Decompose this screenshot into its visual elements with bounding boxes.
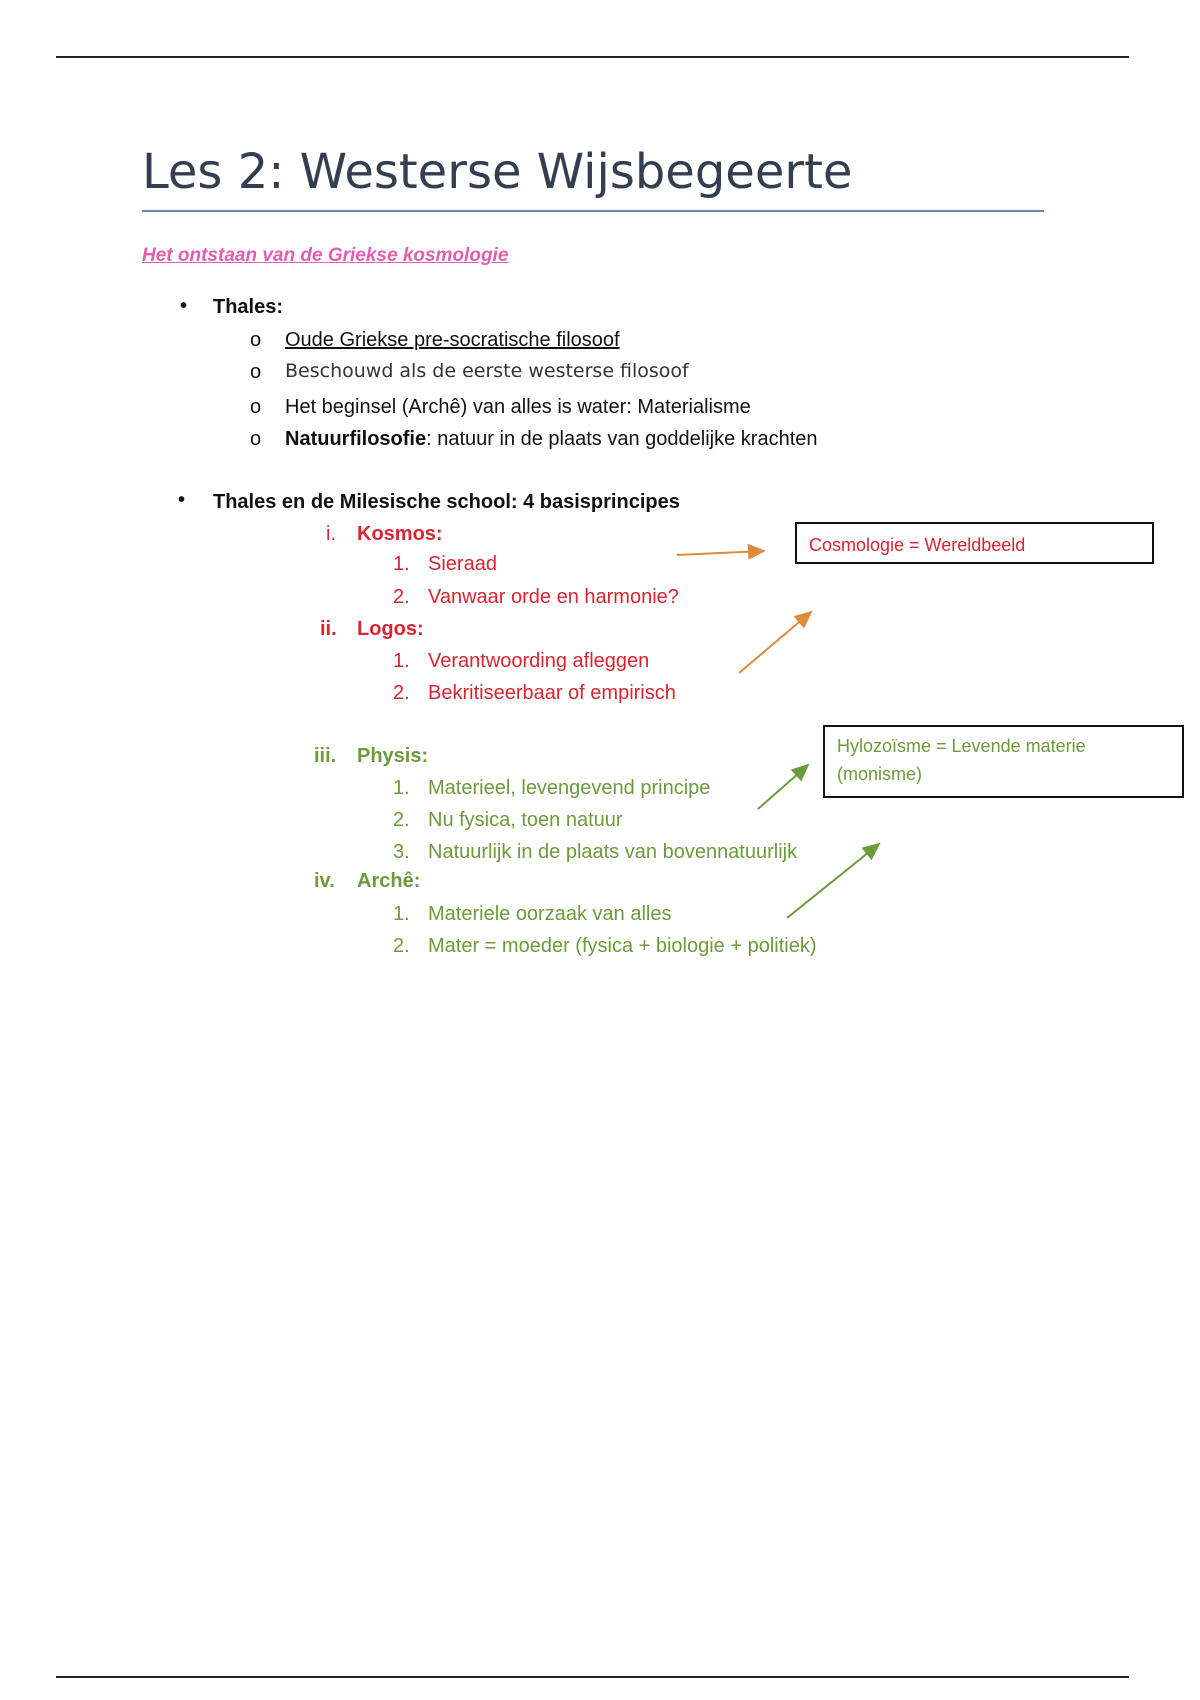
circle-bullet-icon: o bbox=[250, 361, 262, 383]
arrow-icon bbox=[676, 543, 766, 560]
list-number: 2. bbox=[393, 809, 410, 831]
cosmologie-callout: Cosmologie = Wereldbeeld bbox=[795, 522, 1154, 564]
hylozoisme-callout: Hylozoïsme = Levende materie (monisme) bbox=[823, 725, 1184, 798]
thales-item: Natuurfilosofie: natuur in de plaats van… bbox=[285, 429, 818, 449]
milesian-heading: Thales en de Milesische school: 4 basisp… bbox=[213, 491, 680, 513]
circle-bullet-icon: o bbox=[250, 396, 262, 418]
list-number: 2. bbox=[393, 682, 410, 704]
arrow-icon bbox=[738, 610, 813, 674]
circle-bullet-icon: o bbox=[250, 428, 262, 450]
list-item: Materieel, levengevend principe bbox=[428, 777, 711, 799]
circle-bullet-icon: o bbox=[250, 329, 262, 351]
arrow-icon bbox=[757, 763, 810, 810]
numeral: iv. bbox=[314, 870, 335, 892]
numeral: ii. bbox=[320, 618, 337, 640]
list-number: 1. bbox=[393, 903, 410, 925]
title-underline bbox=[142, 210, 1044, 212]
list-item: Sieraad bbox=[428, 553, 497, 575]
list-item: Verantwoording afleggen bbox=[428, 650, 650, 672]
list-item: Mater = moeder (fysica + biologie + poli… bbox=[428, 935, 817, 957]
callout-text: (monisme) bbox=[837, 763, 923, 784]
list-number: 2. bbox=[393, 935, 410, 957]
page-title: Les 2: Westerse Wijsbegeerte bbox=[142, 144, 853, 200]
bullet-icon: • bbox=[180, 295, 188, 317]
list-item: Materiele oorzaak van alles bbox=[428, 903, 672, 925]
header-rule bbox=[56, 56, 1129, 58]
term-bold: Natuurfilosofie bbox=[285, 428, 427, 450]
list-number: 3. bbox=[393, 841, 410, 863]
list-item: Vanwaar orde en harmonie? bbox=[428, 586, 679, 608]
footer-rule bbox=[56, 1676, 1129, 1678]
principle-arche: Archê: bbox=[357, 870, 421, 892]
list-number: 1. bbox=[393, 650, 410, 672]
thales-item: Het beginsel (Archê) van alles is water:… bbox=[285, 396, 751, 418]
principle-kosmos: Kosmos: bbox=[357, 523, 443, 545]
thales-item: Oude Griekse pre-socratische filosoof bbox=[285, 329, 620, 351]
numeral: i. bbox=[326, 523, 336, 545]
numeral: iii. bbox=[314, 745, 337, 767]
thales-item: Beschouwd als de eerste westerse filosoo… bbox=[285, 360, 689, 382]
section-subtitle: Het ontstaan van de Griekse kosmologie bbox=[142, 245, 509, 266]
bullet-icon: • bbox=[178, 489, 186, 511]
thales-heading: Thales: bbox=[213, 296, 284, 318]
principle-physis: Physis: bbox=[357, 745, 429, 767]
list-item: Bekritiseerbaar of empirisch bbox=[428, 682, 676, 704]
list-number: 1. bbox=[393, 777, 410, 799]
term-text: : natuur in de plaats van goddelijke kra… bbox=[426, 428, 818, 450]
callout-text: Hylozoïsme = Levende materie bbox=[837, 736, 1086, 756]
arrow-icon bbox=[786, 842, 881, 919]
list-number: 1. bbox=[393, 553, 410, 575]
list-item: Nu fysica, toen natuur bbox=[428, 809, 623, 831]
list-number: 2. bbox=[393, 586, 410, 608]
list-item: Natuurlijk in de plaats van bovennatuurl… bbox=[428, 841, 798, 863]
callout-text: Cosmologie = Wereldbeeld bbox=[809, 535, 1026, 555]
principle-logos: Logos: bbox=[357, 618, 424, 640]
